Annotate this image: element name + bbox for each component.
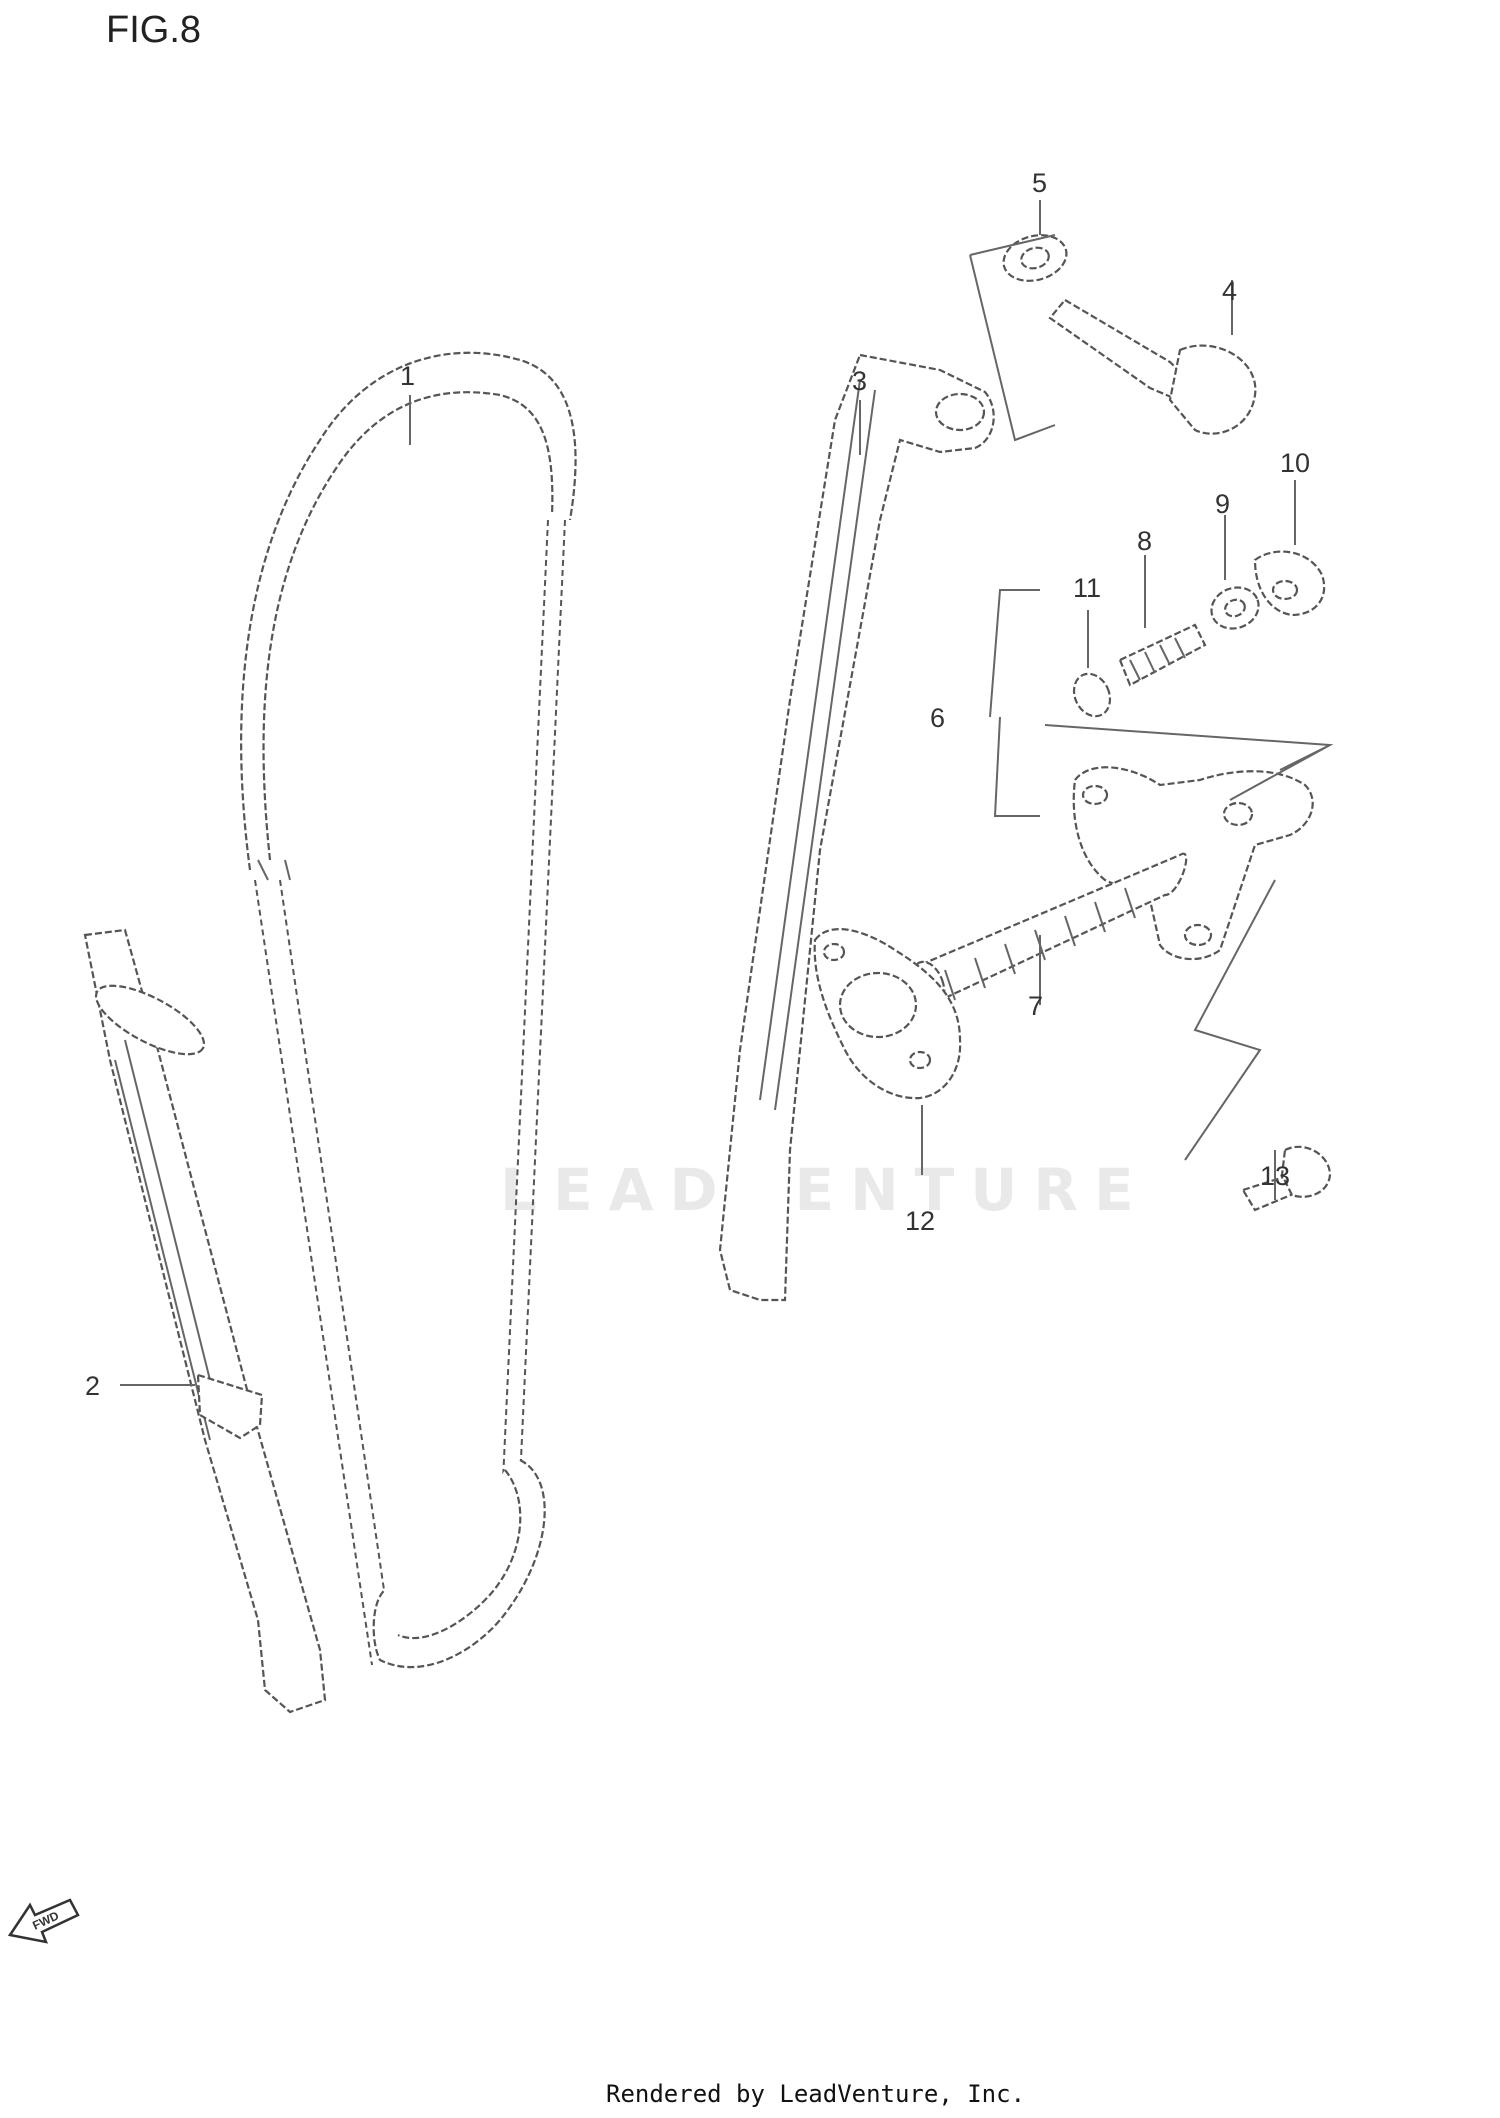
washer xyxy=(1002,234,1068,282)
cap-nut xyxy=(1253,550,1326,617)
break-line-lower xyxy=(1184,879,1276,1161)
callout-5: 5 xyxy=(1032,168,1047,198)
footer-credit: Rendered by LeadVenture, Inc. xyxy=(606,2080,1025,2108)
break-line-upper xyxy=(969,234,1056,442)
gasket xyxy=(813,928,962,1100)
tensioner-assembly xyxy=(910,766,1314,1010)
callout-2: 2 xyxy=(85,1371,100,1401)
callout-10: 10 xyxy=(1280,448,1310,478)
small-bolt xyxy=(1241,1145,1332,1212)
spring xyxy=(1118,623,1207,687)
cam-chain xyxy=(240,351,577,1669)
leader-lines xyxy=(120,200,1296,1386)
callout-8: 8 xyxy=(1137,526,1152,556)
callout-7: 7 xyxy=(1028,991,1043,1021)
break-line-middle xyxy=(1044,724,1334,801)
tensioner-arm xyxy=(718,353,995,1302)
callout-6: 6 xyxy=(930,703,945,733)
small-washer xyxy=(1210,586,1260,630)
o-ring xyxy=(1072,672,1112,718)
forward-arrow-icon: FWD xyxy=(7,1898,80,1944)
callout-9: 9 xyxy=(1215,489,1230,519)
watermark: LEADVENTURE xyxy=(500,1156,1150,1224)
callout-4: 4 xyxy=(1222,276,1237,306)
figure-title: FIG.8 xyxy=(106,9,201,51)
callout-12: 12 xyxy=(905,1206,935,1236)
callout-1: 1 xyxy=(400,361,415,391)
chain-guide xyxy=(83,928,327,1714)
callout-3: 3 xyxy=(852,366,867,396)
callout-11: 11 xyxy=(1073,573,1101,603)
bolt xyxy=(1048,298,1257,435)
callout-13: 13 xyxy=(1260,1161,1290,1191)
